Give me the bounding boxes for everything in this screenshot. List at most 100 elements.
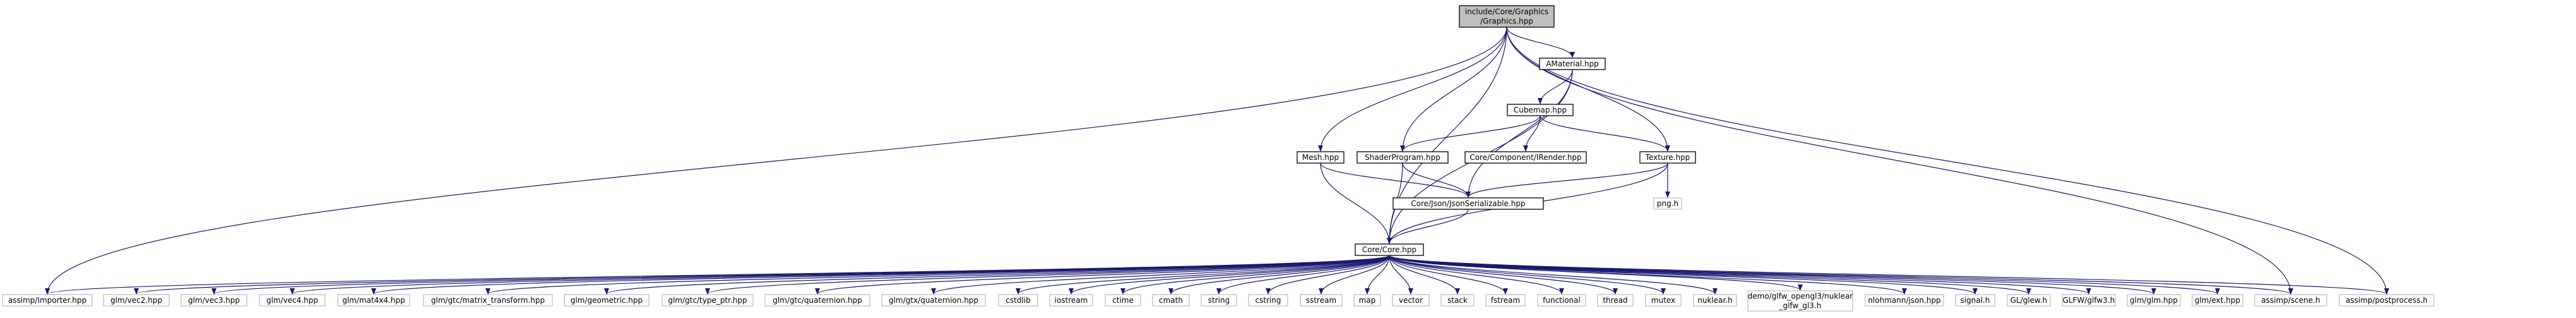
edge-core-to-stack [1389,255,1460,295]
edge-core-to-thread [1389,255,1618,295]
edge-core-to-vector [1389,255,1413,295]
node-box-fstream [1485,294,1526,307]
edge-core-to-postprocess [1389,255,2389,295]
edge-core-to-mutex [1389,255,1666,295]
node-label-root: include/Core/Graphics [1465,8,1548,16]
node-string: string [1201,294,1237,307]
edge-core-to-string [1216,255,1390,295]
node-box-cstdlib [998,294,1038,307]
node-label-importer: assimp/Importer.hpp [8,296,86,305]
dependency-nodes: include/Core/Graphics/Graphics.hppAMater… [2,5,2435,312]
node-vec3: glm/vec3.hpp [181,294,247,307]
edge-root-to-amaterial [1506,27,1575,58]
node-label-gtc_quat: glm/gtc/quaternion.hpp [773,296,862,305]
node-label-png: png.h [1657,199,1678,208]
node-label-nuklear_glfw: demo/glfw_opengl3/nuklear [1748,292,1853,301]
edge-core-to-ctime [1120,255,1390,295]
node-label-glew: GL/glew.h [2010,296,2048,305]
node-type_ptr: glm/gtc/type_ptr.hpp [662,294,754,307]
node-box-root [1459,5,1555,28]
node-label-glm_ext: glm/ext.hpp [2195,296,2240,305]
node-label-mesh: Mesh.hpp [1302,153,1339,162]
node-label-amaterial: AMaterial.hpp [1546,59,1599,68]
node-label-thread: thread [1603,296,1627,305]
node-box-iostream [1049,294,1093,307]
edge-core-to-glew [1389,255,2031,295]
node-irender[interactable]: Core/Component/IRender.hpp [1464,151,1587,164]
node-label-vector: vector [1399,296,1423,305]
node-ctime: ctime [1105,294,1141,307]
node-box-glfw3 [2062,294,2116,307]
edge-root-to-core [1387,27,1507,244]
node-stack: stack [1440,294,1475,307]
node-box-irender [1464,151,1587,164]
node-box-nlohmann [1865,294,1944,307]
node-label-postprocess: assimp/postprocess.h [2346,296,2428,305]
node-box-cmath [1152,294,1190,307]
node-root[interactable]: include/Core/Graphics/Graphics.hpp [1459,5,1555,28]
node-label-texture: Texture.hpp [1645,153,1690,162]
node-box-nuklear_glfw [1747,290,1853,312]
node-label-cmath: cmath [1159,296,1183,305]
node-nuklear_glfw: demo/glfw_opengl3/nuklear_glfw_gl3.h [1747,290,1853,312]
node-box-glm [2127,294,2181,307]
node-box-ctime [1105,294,1141,307]
node-label-iostream: iostream [1055,296,1088,305]
node-json_ser[interactable]: Core/Json/JsonSerializable.hpp [1392,197,1544,210]
node-label-geometric: glm/geometric.hpp [571,296,643,305]
node-box-gtx_quat [881,294,986,307]
node-box-postprocess [2339,294,2435,307]
node-cstdlib: cstdlib [998,294,1038,307]
node-box-texture [1639,151,1696,164]
node-cmath: cmath [1152,294,1190,307]
node-label-nuklear_glfw: _glfw_gl3.h [1779,302,1822,310]
edge-core-to-nuklear [1389,255,1718,295]
node-mesh[interactable]: Mesh.hpp [1297,151,1344,164]
node-shader[interactable]: ShaderProgram.hpp [1356,151,1449,164]
node-label-json_ser: Core/Json/JsonSerializable.hpp [1411,199,1525,208]
edge-core-to-matrix_transform [485,255,1390,295]
node-label-cstdlib: cstdlib [1006,296,1030,305]
node-cubemap[interactable]: Cubemap.hpp [1507,104,1574,116]
edge-core-to-fstream [1389,255,1508,295]
node-importer: assimp/Importer.hpp [2,294,93,307]
node-texture[interactable]: Texture.hpp [1639,151,1696,164]
node-label-shader: ShaderProgram.hpp [1365,153,1440,162]
edge-root-to-mesh [1318,27,1507,152]
node-label-mat4x4: glm/mat4x4.hpp [342,296,405,305]
node-nuklear: nuklear.h [1693,294,1737,307]
node-box-mesh [1297,151,1344,164]
edge-mesh-to-core [1320,162,1392,244]
node-box-sstream [1300,294,1343,307]
edge-cubemap-to-shader [1400,115,1541,152]
node-box-vec3 [181,294,247,307]
node-label-mutex: mutex [1651,296,1675,305]
node-iostream: iostream [1049,294,1093,307]
node-box-signal [1955,294,1995,307]
node-glew: GL/glew.h [2007,294,2051,307]
edge-cubemap-to-irender [1523,115,1541,152]
node-amaterial[interactable]: AMaterial.hpp [1539,58,1606,70]
node-label-cstring: cstring [1255,296,1281,305]
node-box-type_ptr [662,294,754,307]
node-core[interactable]: Core/Core.hpp [1355,243,1424,256]
edge-root-to-importer [45,27,1507,295]
edge-core-to-nlohmann [1389,255,1907,295]
node-box-amaterial [1539,58,1606,70]
node-label-stack: stack [1447,296,1468,305]
node-functional: functional [1537,294,1586,307]
node-box-png [1653,197,1682,210]
node-matrix_transform: glm/gtc/matrix_transform.hpp [423,294,553,307]
node-box-scene [2254,294,2327,307]
node-label-vec3: glm/vec3.hpp [188,296,240,305]
node-label-vec2: glm/vec2.hpp [110,296,162,305]
node-glm_ext: glm/ext.hpp [2192,294,2243,307]
edge-core-to-functional [1389,255,1564,295]
node-label-gtx_quat: glm/gtx/quaternion.hpp [889,296,978,305]
node-box-string [1201,294,1237,307]
node-label-ctime: ctime [1112,296,1134,305]
node-box-glm_ext [2192,294,2243,307]
node-mutex: mutex [1645,294,1682,307]
edge-root-to-shader [1400,27,1507,152]
node-glm: glm/glm.hpp [2127,294,2181,307]
